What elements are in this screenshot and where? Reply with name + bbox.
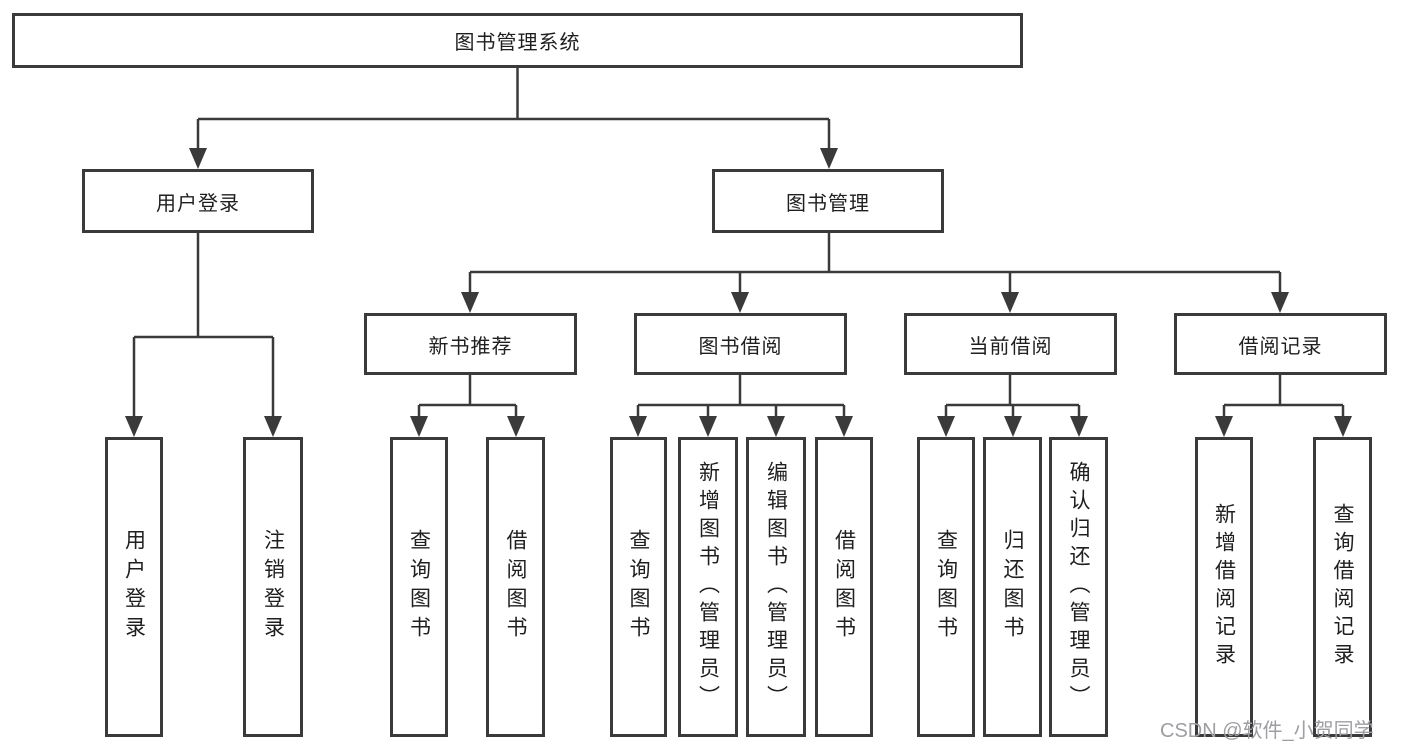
leaf-label: 注销登录 <box>261 529 285 645</box>
leaf-record-query-borrow-record: 查询借阅记录 <box>1313 437 1372 737</box>
csdn-watermark: CSDN @软件_小贺同学 <box>1160 720 1374 742</box>
leaf-borrow-edit-books-admin: 编辑图书（管理员） <box>746 437 806 737</box>
leaf-label: 查询图书 <box>407 529 431 645</box>
leaf-record-add-borrow-record: 新增借阅记录 <box>1195 437 1253 737</box>
leaf-borrow-query-books: 查询图书 <box>610 437 667 737</box>
leaf-user-login: 用户登录 <box>105 437 163 737</box>
leaf-borrow-borrow-books: 借阅图书 <box>815 437 873 737</box>
leaf-current-return-books: 归还图书 <box>983 437 1042 737</box>
node-book-borrow: 图书借阅 <box>634 313 847 375</box>
leaf-label: 查询图书 <box>627 529 650 645</box>
leaf-borrow-add-books-admin: 新增图书（管理员） <box>678 437 738 737</box>
node-book-management: 图书管理 <box>712 169 944 233</box>
leaf-current-query-books: 查询图书 <box>917 437 975 737</box>
leaf-label: 用户登录 <box>122 529 146 645</box>
leaf-label: 借阅图书 <box>504 529 527 645</box>
node-root-system: 图书管理系统 <box>12 13 1023 68</box>
leaf-label: 归还图书 <box>1001 529 1024 645</box>
leaf-label: 借阅图书 <box>832 529 856 645</box>
node-user-login: 用户登录 <box>82 169 314 233</box>
leaf-label: 查询借阅记录 <box>1331 503 1354 671</box>
leaf-label: 确认归还（管理员） <box>1067 461 1090 713</box>
leaf-logout: 注销登录 <box>243 437 303 737</box>
leaf-label: 新增图书（管理员） <box>696 461 720 713</box>
node-borrow-record: 借阅记录 <box>1174 313 1387 375</box>
node-current-borrow: 当前借阅 <box>904 313 1117 375</box>
node-new-book-recommend: 新书推荐 <box>364 313 577 375</box>
leaf-label: 编辑图书（管理员） <box>764 461 788 713</box>
leaf-current-confirm-return-admin: 确认归还（管理员） <box>1049 437 1108 737</box>
leaf-label: 查询图书 <box>934 529 958 645</box>
leaf-label: 新增借阅记录 <box>1212 503 1236 671</box>
leaf-recommend-query-books: 查询图书 <box>390 437 448 737</box>
leaf-recommend-borrow-books: 借阅图书 <box>486 437 545 737</box>
